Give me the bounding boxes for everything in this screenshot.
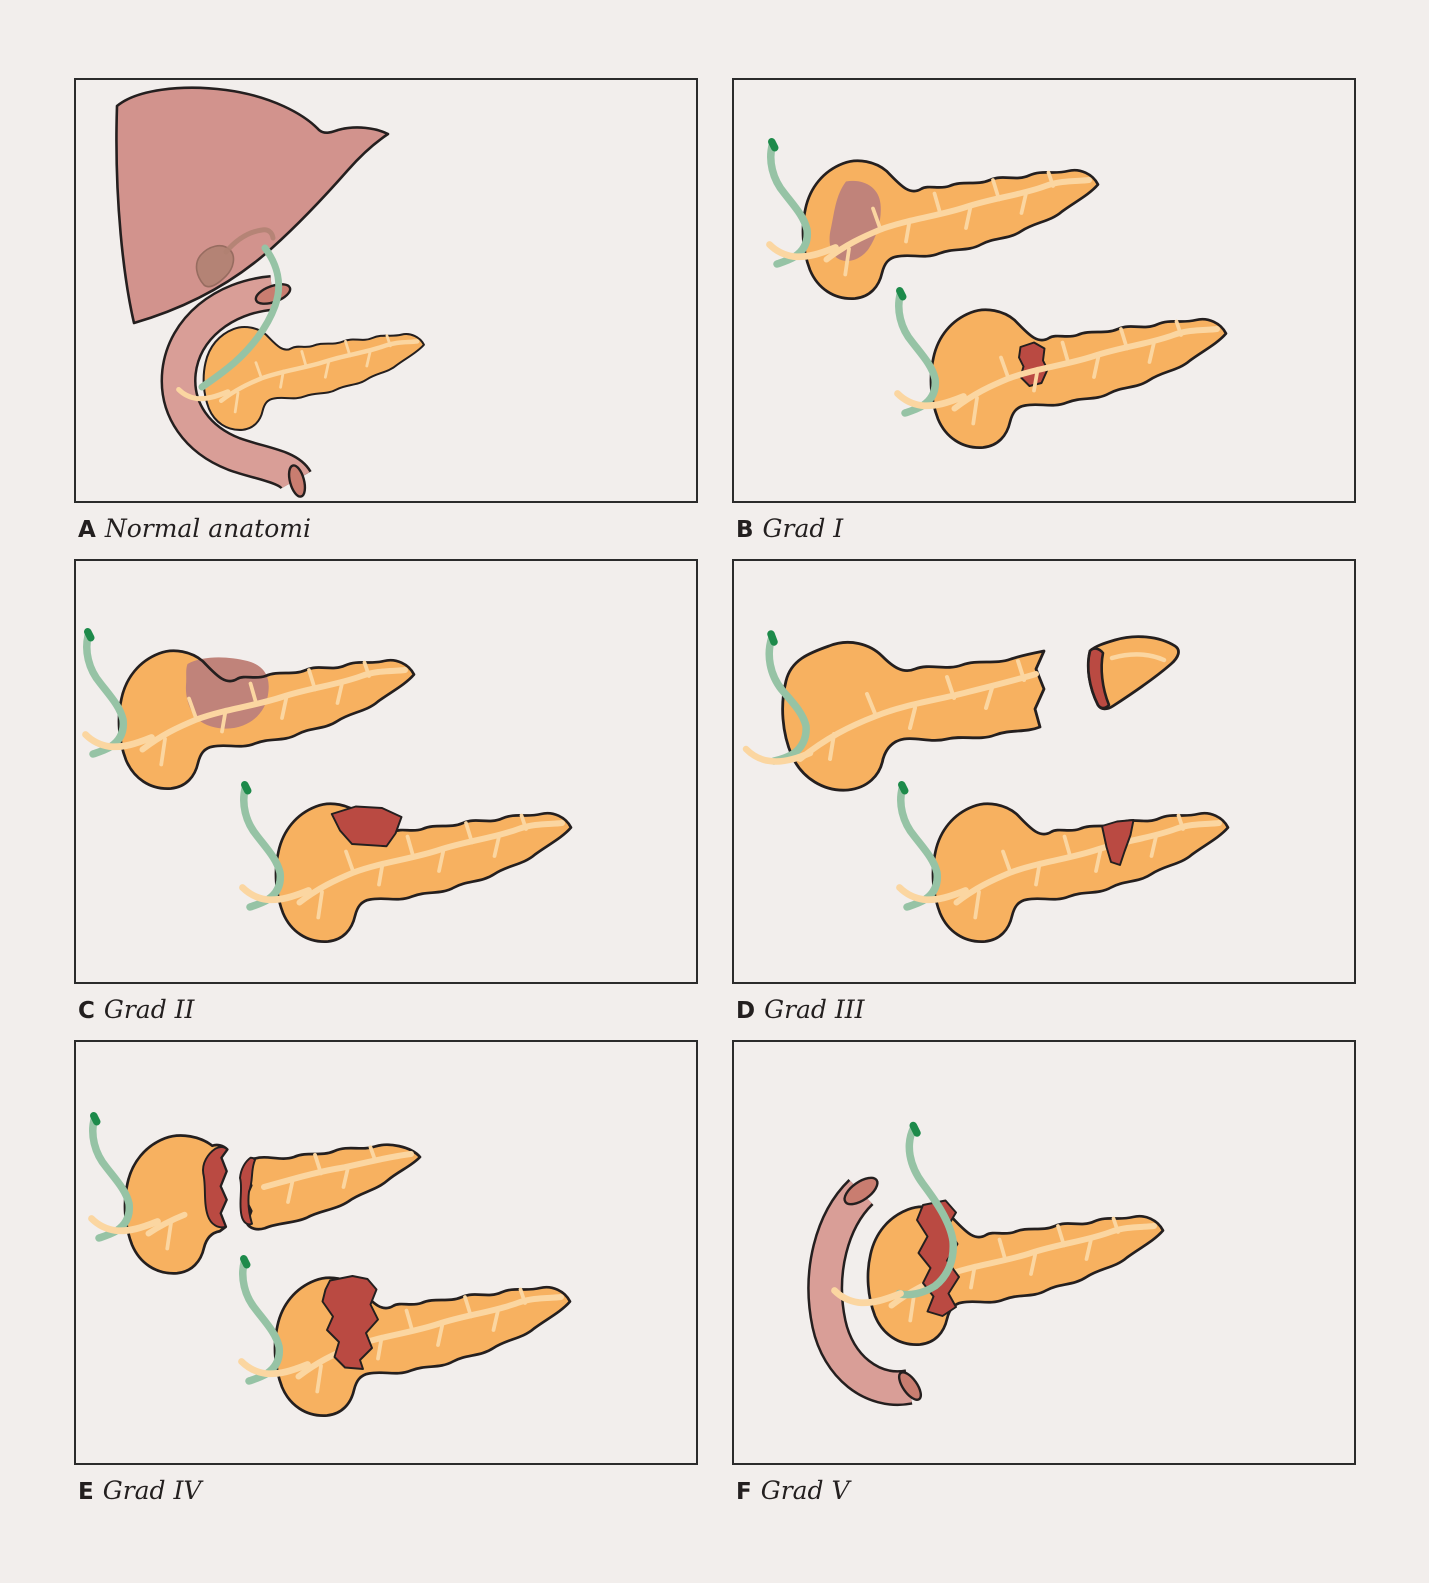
panel-a-illustration: [115, 86, 425, 498]
panel-f-caption: Grad V: [760, 1476, 850, 1505]
bile-duct-shape: [765, 633, 810, 765]
duct-loop-shape: [742, 745, 814, 765]
duodenum-cut-end-upper: [843, 1176, 879, 1206]
panel-d: D Grad III: [732, 559, 1356, 1040]
panel-e-caption: Grad IV: [102, 1476, 202, 1505]
panel-d-letter: D: [736, 998, 756, 1024]
panel-d-caption: Grad III: [764, 995, 865, 1024]
pancreas-tail-piece: [1086, 635, 1180, 711]
pancreas-with-minor-laceration: [898, 291, 1228, 449]
panel-e: E Grad IV: [74, 1040, 698, 1521]
cut-surface-shape: [239, 1156, 256, 1226]
bile-duct-shape: [899, 291, 935, 413]
panel-d-label: D Grad III: [732, 995, 1356, 1024]
duodenum-cut-end-lower: [897, 1371, 923, 1401]
panel-d-frame: [732, 559, 1356, 984]
pancreas-head-massive-disruption: [835, 1121, 1165, 1346]
cystic-duct-shape: [223, 227, 276, 255]
cut-surface-shape: [1086, 647, 1111, 710]
panel-a-label: A Normal anatomi: [74, 514, 698, 543]
panel-c-caption: Grad II: [103, 995, 195, 1024]
panel-a-caption: Normal anatomi: [104, 514, 311, 543]
bile-duct-shape: [244, 785, 280, 907]
panel-e-label: E Grad IV: [74, 1476, 698, 1505]
cut-surface-shape: [202, 1146, 229, 1229]
pancreas-shape: [202, 325, 425, 431]
duodenum-shape: [807, 1176, 923, 1407]
bile-duct-shape: [895, 1121, 957, 1299]
panel-b-label: B Grad I: [732, 514, 1356, 543]
bile-duct-shape: [198, 244, 283, 391]
panel-b-caption: Grad I: [762, 514, 844, 543]
pancreas-proximal-transection: [92, 1116, 422, 1275]
panel-e-illustration: [76, 1042, 572, 1417]
pancreas-head-piece: [123, 1134, 229, 1275]
laceration-shape: [330, 805, 403, 848]
pancreas-with-hematoma: [770, 142, 1100, 300]
panel-f-illustration: [807, 1121, 1165, 1407]
bile-duct-shape: [771, 142, 807, 264]
panel-c-frame: [74, 559, 698, 984]
pancreas-head-laceration: [242, 1259, 572, 1417]
bile-duct-shape: [901, 785, 937, 907]
laceration-shape: [1101, 819, 1135, 866]
panel-a-frame: [74, 78, 698, 503]
laceration-shape: [1018, 341, 1049, 387]
panel-grid: A Normal anatomi: [74, 78, 1356, 1521]
panel-b-frame: [732, 78, 1356, 503]
hematoma-shape: [829, 180, 881, 261]
panel-e-frame: [74, 1040, 698, 1465]
hematoma-shape: [185, 657, 269, 729]
bile-duct-shape: [243, 1259, 279, 1381]
panel-c-illustration: [76, 561, 573, 943]
panel-a-letter: A: [78, 517, 96, 543]
panel-f-letter: F: [736, 1479, 752, 1505]
liver-shape: [115, 86, 390, 325]
panel-a: A Normal anatomi: [74, 78, 698, 559]
panel-f-label: F Grad V: [732, 1476, 1356, 1505]
pancreas-body-piece: [239, 1143, 422, 1231]
panel-c-label: C Grad II: [74, 995, 698, 1024]
panel-c-letter: C: [78, 998, 95, 1024]
panel-f-frame: [732, 1040, 1356, 1465]
pancreas-distal-transection: [742, 630, 1180, 792]
panel-b: B Grad I: [732, 78, 1356, 559]
laceration-shape: [321, 1275, 379, 1370]
panel-d-illustration: [742, 630, 1230, 943]
pancreas-with-major-laceration: [243, 785, 573, 943]
bile-duct-shape: [87, 632, 123, 754]
pancreas-with-large-hematoma: [86, 632, 416, 790]
pancreas-laceration-with-duct-injury: [900, 785, 1230, 943]
bile-duct-shape: [93, 1116, 129, 1238]
panel-b-illustration: [734, 80, 1228, 449]
duodenum-cut-end-lower: [287, 464, 307, 498]
panel-f: F Grad V: [732, 1040, 1356, 1521]
panel-c: C Grad II: [74, 559, 698, 1040]
panel-b-letter: B: [736, 517, 754, 543]
panel-e-letter: E: [78, 1479, 94, 1505]
pancreatic-duct-shape: [797, 659, 1039, 762]
